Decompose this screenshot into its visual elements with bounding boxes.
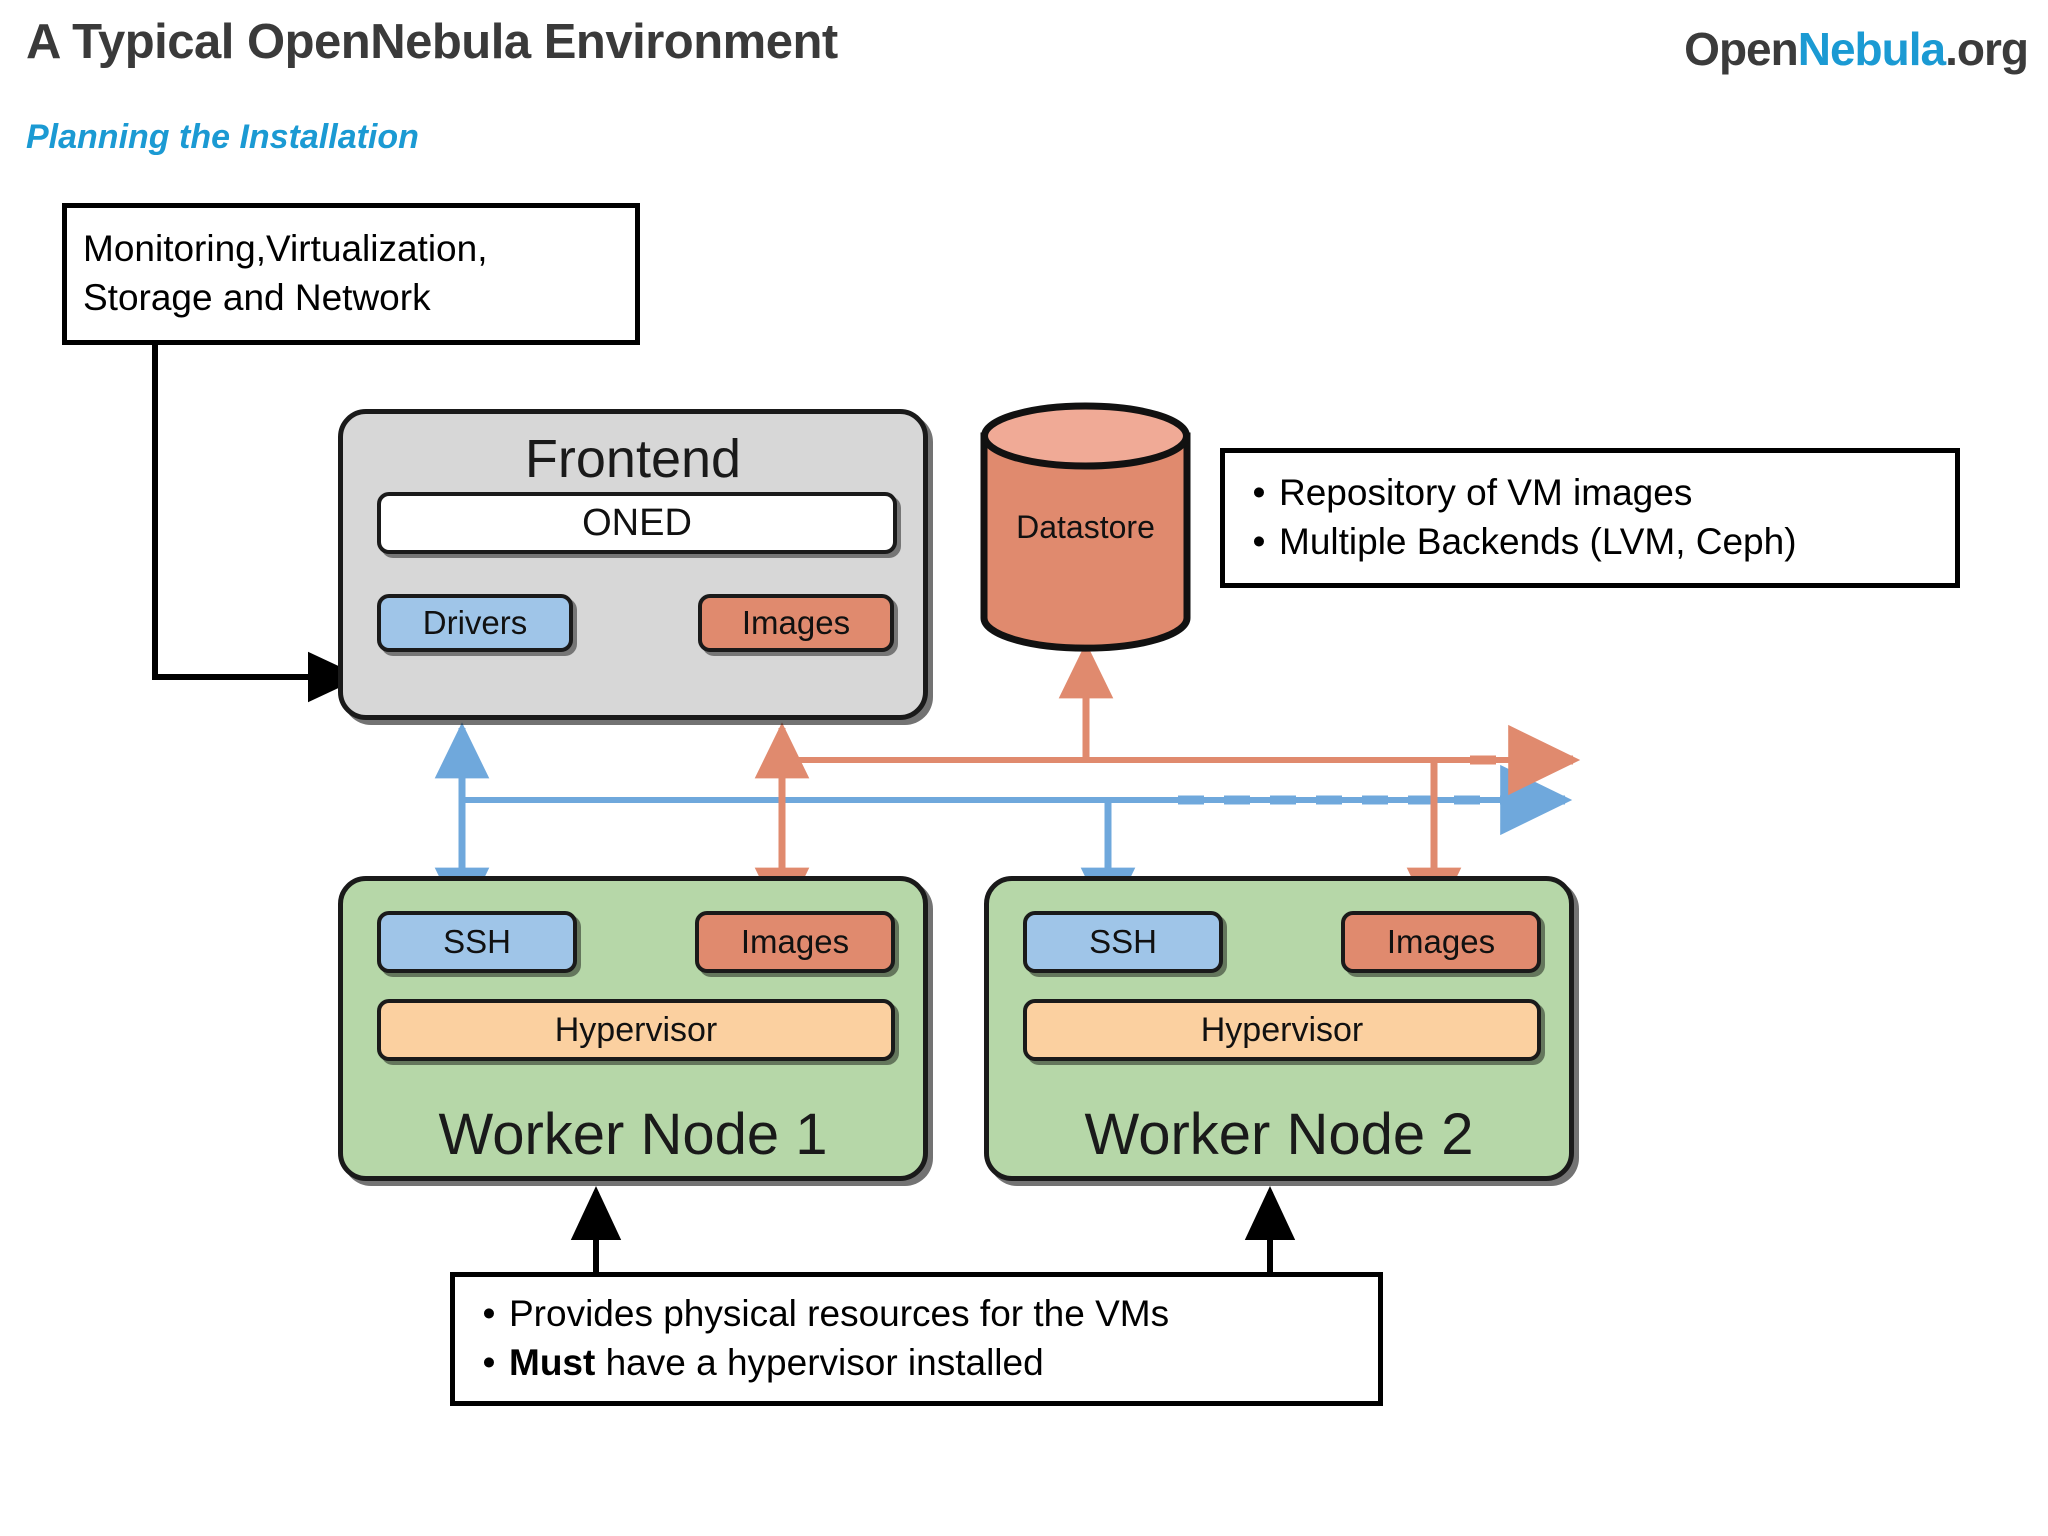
worker-node-1-title: Worker Node 1 xyxy=(438,1102,828,1167)
opennebula-logo: OpenNebula.org xyxy=(1684,22,2029,76)
oned-chip[interactable]: ONED xyxy=(377,492,897,554)
page-title: A Typical OpenNebula Environment xyxy=(26,15,838,69)
wire-monitoring-to-drivers xyxy=(152,345,362,703)
logo-nebula-text: Nebula xyxy=(1797,23,1946,75)
datastore-shape xyxy=(980,402,1191,652)
logo-open-text: Open xyxy=(1684,23,1799,75)
note-worker-item-1: • Provides physical resources for the VM… xyxy=(469,1290,1364,1339)
drivers-chip[interactable]: Drivers xyxy=(377,594,573,652)
note-datastore-item-2: • Multiple Backends (LVM, Ceph) xyxy=(1239,518,1941,567)
frontend-title: Frontend xyxy=(524,429,742,489)
worker-node-2-title: Worker Node 2 xyxy=(1084,1102,1474,1167)
bullet-icon: • xyxy=(1252,521,1266,562)
note-datastore-item-1: • Repository of VM images xyxy=(1239,469,1941,518)
worker2-hypervisor-chip[interactable]: Hypervisor xyxy=(1023,999,1541,1061)
worker2-images-chip[interactable]: Images xyxy=(1341,911,1541,973)
worker2-ssh-chip[interactable]: SSH xyxy=(1023,911,1223,973)
worker1-hypervisor-chip[interactable]: Hypervisor xyxy=(377,999,895,1061)
note-datastore-line-2: Multiple Backends (LVM, Ceph) xyxy=(1279,521,1797,562)
note-datastore: • Repository of VM images • Multiple Bac… xyxy=(1220,448,1960,588)
note-worker-line-2: Must have a hypervisor installed xyxy=(509,1339,1044,1388)
note-monitoring-line-2: Storage and Network xyxy=(83,277,431,318)
note-monitoring-line-1: Monitoring,Virtualization, xyxy=(83,228,488,270)
note-monitoring: Monitoring,Virtualization, Storage and N… xyxy=(62,203,640,345)
bullet-icon: • xyxy=(482,1293,496,1335)
worker1-ssh-chip[interactable]: SSH xyxy=(377,911,577,973)
note-worker-line-1: Provides physical resources for the VMs xyxy=(509,1293,1170,1335)
datastore-cylinder[interactable]: Datastore xyxy=(978,402,1193,652)
worker1-images-chip[interactable]: Images xyxy=(695,911,895,973)
page-subtitle: Planning the Installation xyxy=(26,118,419,156)
note-worker-line-2-strong: Must xyxy=(509,1342,596,1383)
frontend-images-chip[interactable]: Images xyxy=(698,594,894,652)
note-datastore-line-1: Repository of VM images xyxy=(1279,472,1693,514)
note-worker-line-2-rest: have a hypervisor installed xyxy=(595,1342,1044,1383)
worker-node-2[interactable]: SSH Images Hypervisor Worker Node 2 xyxy=(984,876,1574,1181)
frontend-node[interactable]: Frontend ONED Drivers Images xyxy=(338,409,928,720)
note-worker-item-2: • Must have a hypervisor installed xyxy=(469,1339,1364,1388)
datastore-label: Datastore xyxy=(1016,508,1155,545)
bullet-icon: • xyxy=(482,1342,496,1383)
worker-node-1[interactable]: SSH Images Hypervisor Worker Node 1 xyxy=(338,876,928,1181)
bullet-icon: • xyxy=(1252,472,1266,514)
note-worker-node: • Provides physical resources for the VM… xyxy=(450,1272,1383,1406)
logo-org-text: .org xyxy=(1945,23,2029,75)
